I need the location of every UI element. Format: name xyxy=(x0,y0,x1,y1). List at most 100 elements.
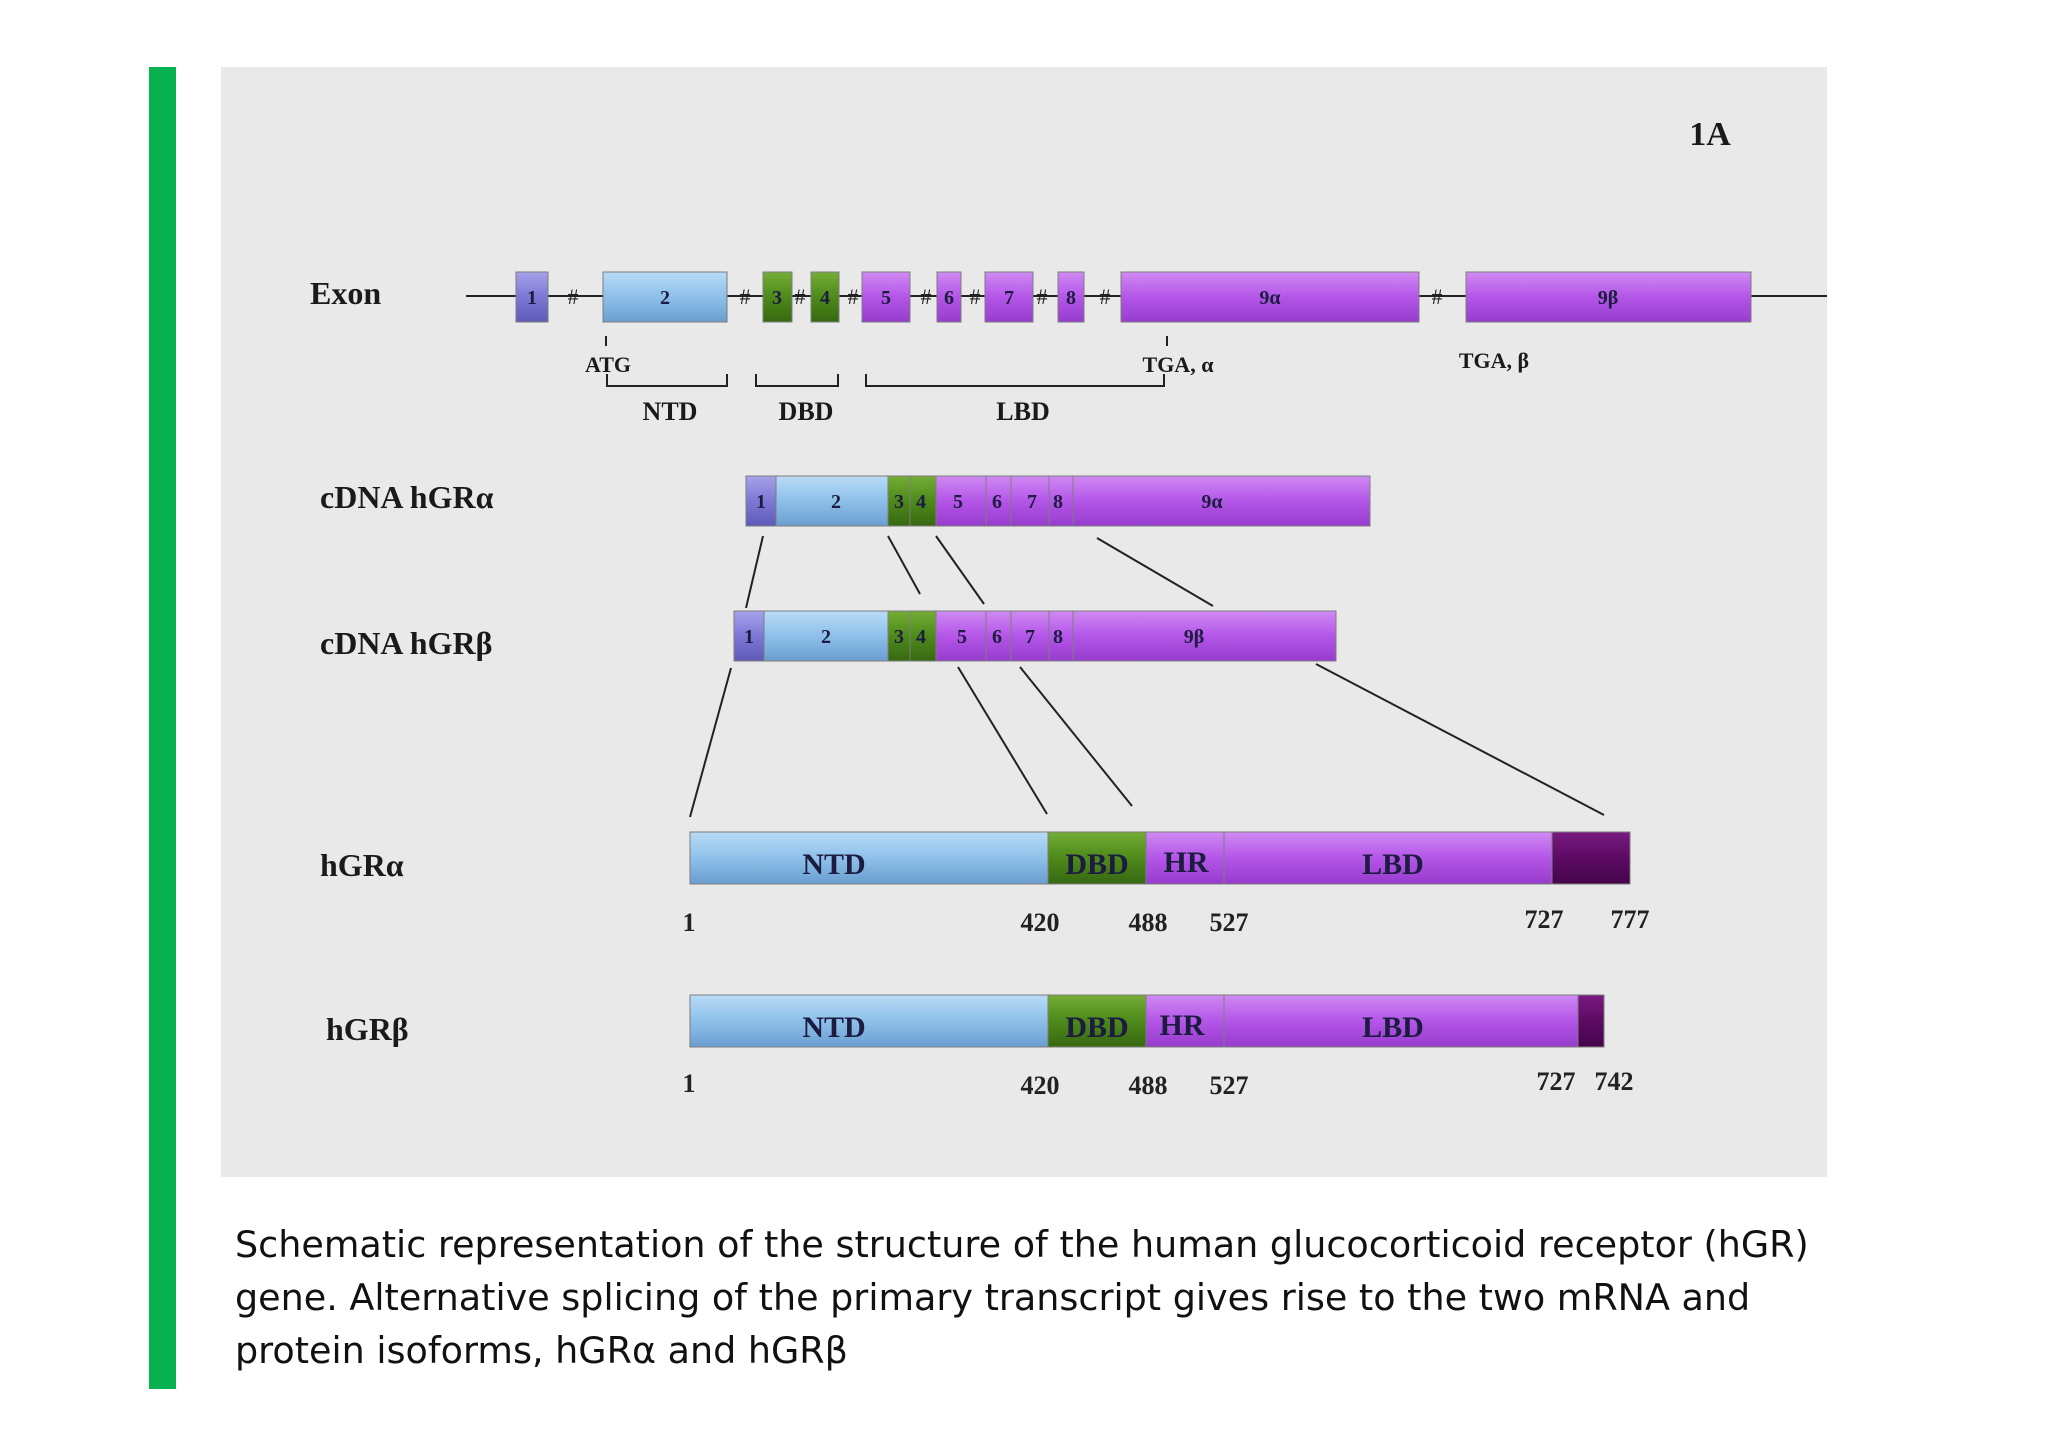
break-mark: # xyxy=(740,284,751,309)
protein-alpha-ntd-label: NTD xyxy=(802,848,865,881)
cdna-beta-seg-5 xyxy=(935,610,987,662)
protein-alpha-ntd xyxy=(689,831,1049,885)
position-label: 420 xyxy=(1021,908,1060,937)
exon-9b-box xyxy=(1465,271,1752,323)
connector-line xyxy=(745,535,764,609)
position-label: 777 xyxy=(1611,905,1650,934)
position-label: 488 xyxy=(1129,908,1168,937)
exon-row-label: Exon xyxy=(310,275,381,311)
protein-beta-hr-label: HR xyxy=(1160,1009,1205,1042)
protein-beta-label: hGRβ xyxy=(326,1011,409,1047)
ntd-domain-label: NTD xyxy=(643,397,698,426)
break-mark: # xyxy=(970,284,981,309)
exon-9a-label: 9α xyxy=(1259,287,1280,309)
cdna-alpha-row: cDNA hGRα 1 2 3 4 5 6 7 8 9α xyxy=(320,475,1371,527)
protein-beta-ntd xyxy=(689,994,1049,1048)
connector-lines xyxy=(689,535,1605,818)
protein-beta-lbd xyxy=(1223,994,1579,1048)
caption-line: Schematic representation of the structur… xyxy=(235,1223,1809,1266)
position-label: 727 xyxy=(1537,1067,1576,1096)
lbd-domain-label: LBD xyxy=(996,397,1049,426)
protein-beta-hr xyxy=(1145,994,1225,1048)
exon-row: Exon # # # # # # # # # 1 2 3 4 5 6 xyxy=(310,271,1827,426)
position-label: 420 xyxy=(1021,1071,1060,1100)
position-label: 488 xyxy=(1129,1071,1168,1100)
cdna-alpha-seg-label: 7 xyxy=(1027,491,1037,513)
exon-7-label: 7 xyxy=(1004,287,1014,309)
exon-4-label: 4 xyxy=(820,287,830,309)
protein-alpha-lbd-label: LBD xyxy=(1362,848,1424,881)
exon-4-box xyxy=(810,271,840,323)
cdna-alpha-seg-8 xyxy=(1048,475,1074,527)
cdna-beta-seg-1 xyxy=(733,610,765,662)
position-label: 742 xyxy=(1595,1067,1634,1096)
panel-label: 1A xyxy=(1689,116,1731,153)
connector-line xyxy=(1315,663,1605,816)
cdna-alpha-label: cDNA hGRα xyxy=(320,479,494,515)
protein-beta-ntd-label: NTD xyxy=(802,1011,865,1044)
cdna-alpha-seg-label: 1 xyxy=(756,491,766,513)
accent-bar xyxy=(149,67,176,1389)
cdna-beta-seg-6 xyxy=(985,610,1012,662)
exon-2-label: 2 xyxy=(660,287,670,309)
protein-beta-lbd-label: LBD xyxy=(1362,1011,1424,1044)
cdna-beta-row: cDNA hGRβ 1 2 3 4 5 6 7 8 9β xyxy=(320,610,1337,662)
cdna-beta-seg-label: 5 xyxy=(957,626,967,648)
break-mark: # xyxy=(1100,284,1111,309)
caption-line: gene. Alternative splicing of the primar… xyxy=(235,1276,1751,1319)
break-mark: # xyxy=(848,284,859,309)
cdna-beta-seg-8 xyxy=(1048,610,1074,662)
cdna-beta-seg-label: 6 xyxy=(992,626,1002,648)
exon-5-box xyxy=(861,271,911,323)
cdna-alpha-seg-9a xyxy=(1072,475,1371,527)
position-label: 527 xyxy=(1210,908,1249,937)
atg-label: ATG xyxy=(585,352,631,377)
connector-line xyxy=(1019,666,1133,807)
break-marks: # # # # # # # # # xyxy=(568,284,1443,309)
break-mark: # xyxy=(568,284,579,309)
protein-beta-dbd-label: DBD xyxy=(1065,1011,1128,1044)
position-label: 1 xyxy=(683,908,696,937)
connector-line xyxy=(887,535,921,595)
cdna-beta-seg-label: 1 xyxy=(744,626,754,648)
cdna-alpha-seg-label: 3 xyxy=(894,491,904,513)
protein-alpha-hr xyxy=(1145,831,1225,885)
cdna-alpha-seg-label: 4 xyxy=(916,491,926,513)
lbd-bracket xyxy=(865,374,1165,387)
position-label: 527 xyxy=(1210,1071,1249,1100)
exon-3-label: 3 xyxy=(772,287,782,309)
protein-alpha-dbd-label: DBD xyxy=(1065,848,1128,881)
exon-1-label: 1 xyxy=(527,287,537,309)
exon-6-label: 6 xyxy=(944,287,954,309)
exon-6-box xyxy=(936,271,962,323)
caption-line: protein isoforms, hGRα and hGRβ xyxy=(235,1329,848,1372)
exon-7-box xyxy=(984,271,1034,323)
cdna-alpha-seg-6 xyxy=(985,475,1012,527)
connector-line xyxy=(957,666,1048,815)
protein-beta-dbd xyxy=(1047,994,1147,1048)
cdna-beta-seg-label: 9β xyxy=(1184,626,1205,648)
connector-line xyxy=(935,535,985,605)
exon-8-label: 8 xyxy=(1066,287,1076,309)
cdna-beta-seg-label: 4 xyxy=(916,626,926,648)
cdna-alpha-seg-label: 6 xyxy=(992,491,1002,513)
exon-8-box xyxy=(1057,271,1085,323)
cdna-alpha-seg-4 xyxy=(909,475,937,527)
exon-5-label: 5 xyxy=(881,287,891,309)
protein-alpha-row: hGRα NTD DBD HR LBD 1 420 488 527 727 77… xyxy=(320,831,1650,937)
cdna-alpha-seg-2 xyxy=(775,475,889,527)
figure-caption: Schematic representation of the structur… xyxy=(235,1218,1835,1377)
dbd-domain-label: DBD xyxy=(779,397,834,426)
cdna-beta-seg-label: 3 xyxy=(894,626,904,648)
break-mark: # xyxy=(795,284,806,309)
cdna-beta-seg-label: 7 xyxy=(1025,626,1035,648)
protein-alpha-label: hGRα xyxy=(320,847,404,883)
cdna-alpha-seg-label: 8 xyxy=(1053,491,1063,513)
exon-1-box xyxy=(515,271,549,323)
protein-alpha-hr-label: HR xyxy=(1164,846,1209,879)
break-mark: # xyxy=(1037,284,1048,309)
cdna-alpha-seg-label: 5 xyxy=(953,491,963,513)
ntd-bracket xyxy=(606,374,728,387)
cdna-beta-seg-2 xyxy=(763,610,889,662)
